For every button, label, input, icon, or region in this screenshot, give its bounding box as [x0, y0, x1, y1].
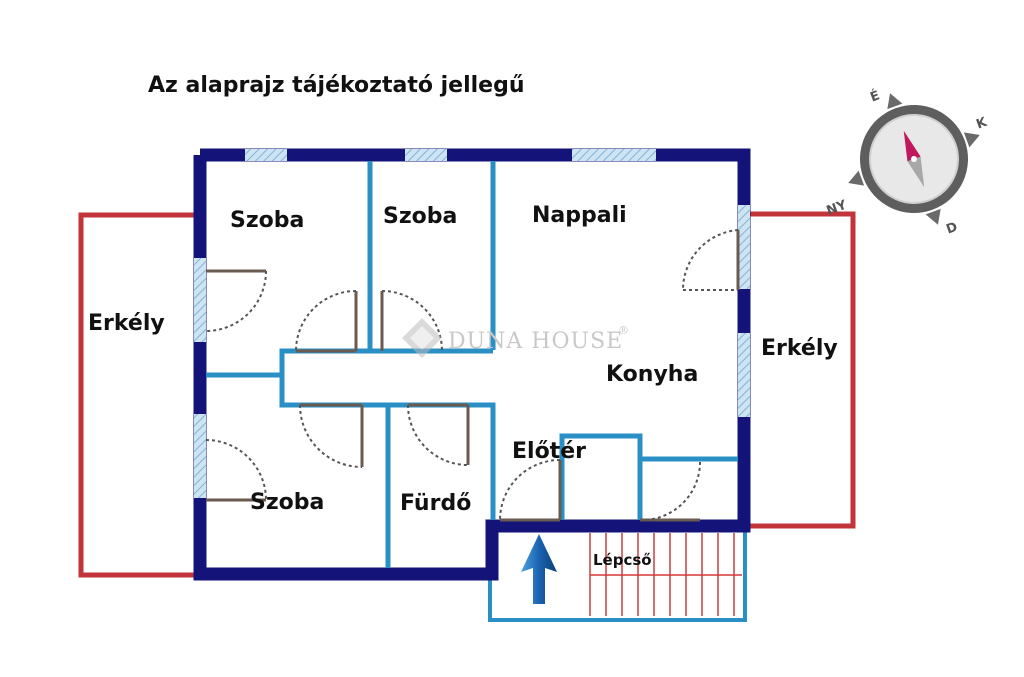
inner-walls — [206, 161, 738, 568]
compass-east: K — [974, 115, 989, 133]
plan-disclaimer-title: Az alaprajz tájékoztató jellegű — [148, 73, 524, 98]
room-label-lepcso: Lépcső — [593, 551, 652, 569]
compass-west: NY — [825, 198, 850, 219]
house-logo-icon — [402, 318, 442, 358]
watermark: DUNA HOUSE ® — [402, 318, 630, 358]
room-label-nappali: Nappali — [532, 203, 627, 228]
room-label-szoba-top-left: Szoba — [230, 208, 304, 233]
balcony-left — [78, 212, 195, 578]
room-label-erkely-left: Erkély — [88, 311, 165, 336]
room-label-szoba-top-mid: Szoba — [383, 204, 457, 229]
doors — [205, 229, 740, 522]
watermark-registered-mark: ® — [618, 324, 630, 337]
windows — [194, 149, 750, 498]
room-label-eloter: Előtér — [512, 439, 586, 464]
compass-icon — [848, 93, 980, 225]
watermark-text: DUNA HOUSE — [448, 329, 623, 354]
outer-walls — [193, 148, 751, 581]
compass-north: É — [868, 87, 882, 105]
compass-south: D — [944, 220, 959, 238]
staircase — [488, 526, 747, 622]
room-label-furdo: Fürdő — [400, 491, 471, 516]
room-label-szoba-bottom: Szoba — [250, 490, 324, 515]
room-label-konyha: Konyha — [606, 362, 698, 387]
balcony-right — [745, 211, 856, 529]
room-label-erkely-right: Erkély — [761, 336, 838, 361]
up-arrow-icon — [521, 534, 557, 604]
